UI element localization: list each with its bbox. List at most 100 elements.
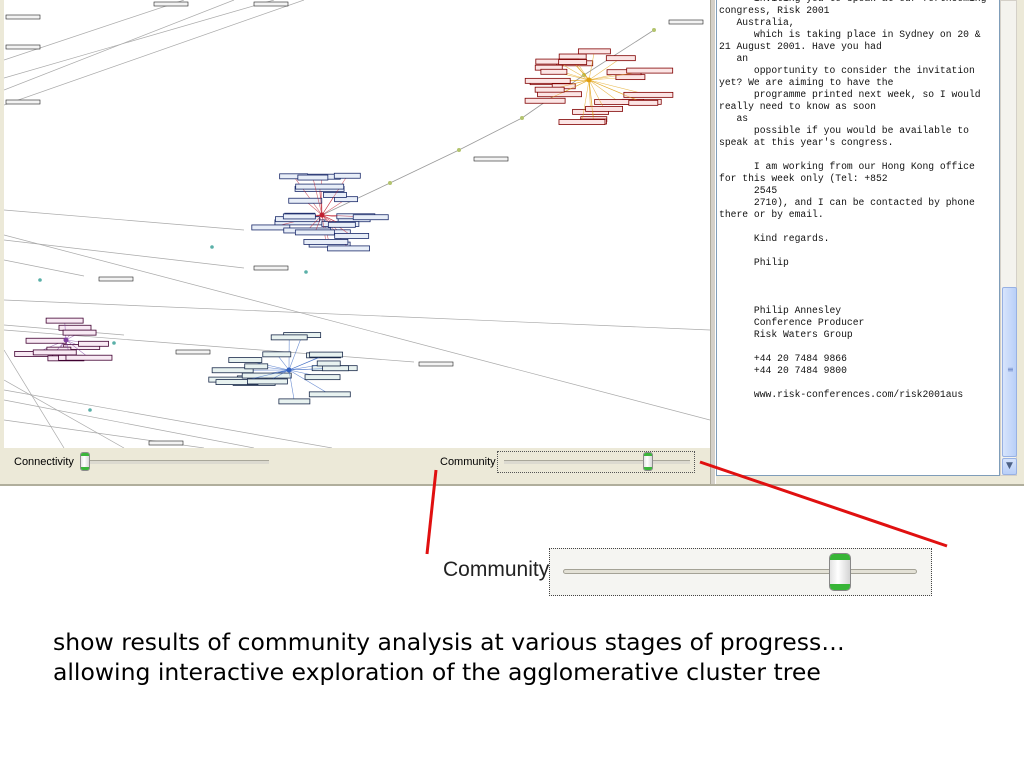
graph-node-label [45,317,84,324]
graph-edge [4,0,235,91]
connectivity-track[interactable] [80,460,269,464]
graph-node-label [316,360,341,367]
community-thumb[interactable] [642,452,653,471]
graph-edge [293,176,323,216]
graph-node-label [668,19,704,25]
community-label: Community [440,456,496,468]
graph-node-label [241,372,292,379]
graph-node-label [148,440,184,446]
graph-edge [583,29,655,76]
graph-edge [288,334,303,371]
graph-node-label [211,367,254,374]
graph-node-label [5,14,41,20]
panel-splitter[interactable] [710,0,716,484]
graph-edge [288,369,295,402]
graph-node-label [308,391,351,398]
graph-node-label [5,44,41,50]
graph-node [652,28,656,32]
graph-node-label [352,214,389,221]
graph-node-label [473,156,509,162]
graph-node-label [98,276,134,282]
graph-edge [4,379,125,448]
network-graph[interactable] [4,0,710,448]
graph-edge [65,339,90,358]
graph-node-label [153,1,189,7]
graph-edge [288,369,330,395]
graph-node-label [251,224,291,231]
chevron-down-icon[interactable]: ▼ [1002,458,1017,475]
graph-edge [4,0,275,79]
graph-node [88,408,92,412]
graph-edge [4,0,185,61]
app-window: inviting you to speak at our forthcoming… [0,0,1024,486]
graph-node-label [534,86,565,93]
graph-edge [314,214,323,233]
graph-edge [4,349,65,448]
graph-node [520,116,524,120]
graph-node-label [62,329,97,336]
graph-canvas[interactable] [4,0,710,448]
graph-node-label [327,245,370,252]
zoom-community-label: Community [443,558,550,581]
graph-node-label [327,221,356,228]
graph-node-label [294,229,335,236]
graph-node-label [175,349,211,355]
graph-edge [321,175,348,216]
graph-node-label [626,67,674,74]
graph-node-label [334,233,370,239]
graph-node-label [78,340,109,347]
graph-node-label [524,97,566,104]
graph-node-label [270,334,308,341]
graph-node-label [558,59,588,65]
graph-edge [588,57,621,81]
email-scrollbar[interactable]: ≡ ▼ [1000,0,1017,476]
caption-line-1: show results of community analysis at va… [53,628,845,656]
graph-node-label [524,77,571,84]
graph-node-label [228,357,263,363]
graph-edge [4,239,245,269]
graph-edge [319,186,323,216]
graph-hub-node [286,367,292,373]
graph-node-label [278,398,311,405]
graph-edge [4,0,305,106]
graph-node-label [253,1,289,7]
graph-node-label [253,265,289,271]
zoom-community-thumb [829,553,851,591]
graph-node-label [303,239,349,245]
graph-edge [4,209,245,231]
graph-edge [544,79,590,102]
graph-node-label [297,174,329,181]
callout-line-left [425,469,438,555]
graph-edge [320,176,323,216]
graph-node-label [540,68,568,75]
graph-node-label [304,374,341,381]
caption-line-2: allowing interactive exploration of the … [53,658,821,686]
graph-edge [4,259,85,277]
graph-node-label [5,99,41,105]
graph-node [210,245,214,249]
graph-edge [389,149,460,184]
graph-node-label [295,183,345,190]
community-track[interactable] [504,460,690,464]
graph-node-label [288,197,323,204]
graph-edge [572,61,590,81]
graph-node-label [244,363,269,370]
graph-node-label [418,361,454,367]
graph-node [388,181,392,185]
graph-edge [588,79,605,110]
graph-node-label [282,213,316,220]
graph-node-label [65,354,113,361]
graph-node-label [585,105,623,112]
graph-edge [588,51,595,81]
scrollbar-thumb[interactable]: ≡ [1002,287,1017,457]
graph-hub-node [63,337,69,343]
email-viewer[interactable]: inviting you to speak at our forthcoming… [716,0,1000,476]
graph-node-label [262,351,292,358]
connectivity-thumb[interactable] [80,452,90,471]
graph-edge [588,79,594,122]
graph-node-label [558,119,606,125]
callout-line-right [699,460,948,548]
graph-hub-node [586,77,592,83]
graph-node-label [605,55,636,62]
